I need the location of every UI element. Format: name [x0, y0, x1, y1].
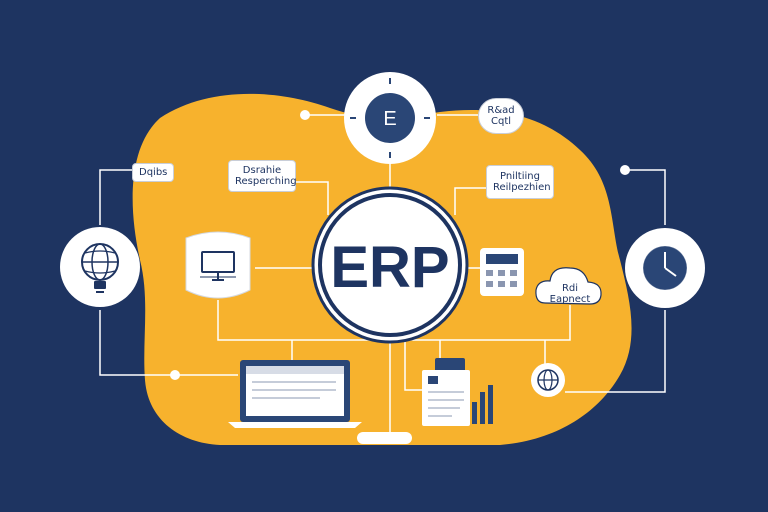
tag-top-right-line2: Cqtl [490, 116, 512, 127]
tag-cloud-line1: Rdi [561, 283, 579, 294]
connector-lines [99, 114, 666, 432]
tag-left-small: Dqibs [132, 163, 174, 182]
clock-icon [625, 228, 705, 308]
tag-left-card: Dsrahie Resperching [228, 160, 297, 192]
calculator-icon [480, 248, 524, 296]
tag-cloud-line2: Eapnect [549, 294, 591, 305]
tag-right-card-line1: Pniltiing [500, 171, 540, 182]
stand-base [357, 432, 412, 444]
lightbulb-globe-icon [60, 227, 140, 307]
tag-cloud: Rdi Eapnect [544, 281, 596, 305]
tag-top-right-line1: R&ad [487, 105, 515, 116]
top-node-label: E [383, 108, 396, 130]
tag-left-card-line1: Dsrahie [242, 165, 282, 176]
top-node: E [344, 72, 436, 164]
document-chart-icon [422, 358, 493, 426]
tag-top-right: R&ad Cqtl [478, 98, 524, 134]
tag-right-card-line2: Reilpezhien [493, 182, 551, 193]
cloud-icon [535, 267, 602, 305]
tag-left-card-line2: Resperching [235, 176, 297, 187]
erp-hub: ERP [311, 186, 469, 344]
laptop-icon [228, 360, 362, 428]
erp-label: ERP [330, 235, 449, 300]
monitor-shield-icon [185, 231, 251, 299]
globe-icon [531, 363, 565, 397]
tag-right-card: Pniltiing Reilpezhien [486, 165, 554, 199]
tag-left-small-label: Dqibs [139, 167, 168, 178]
